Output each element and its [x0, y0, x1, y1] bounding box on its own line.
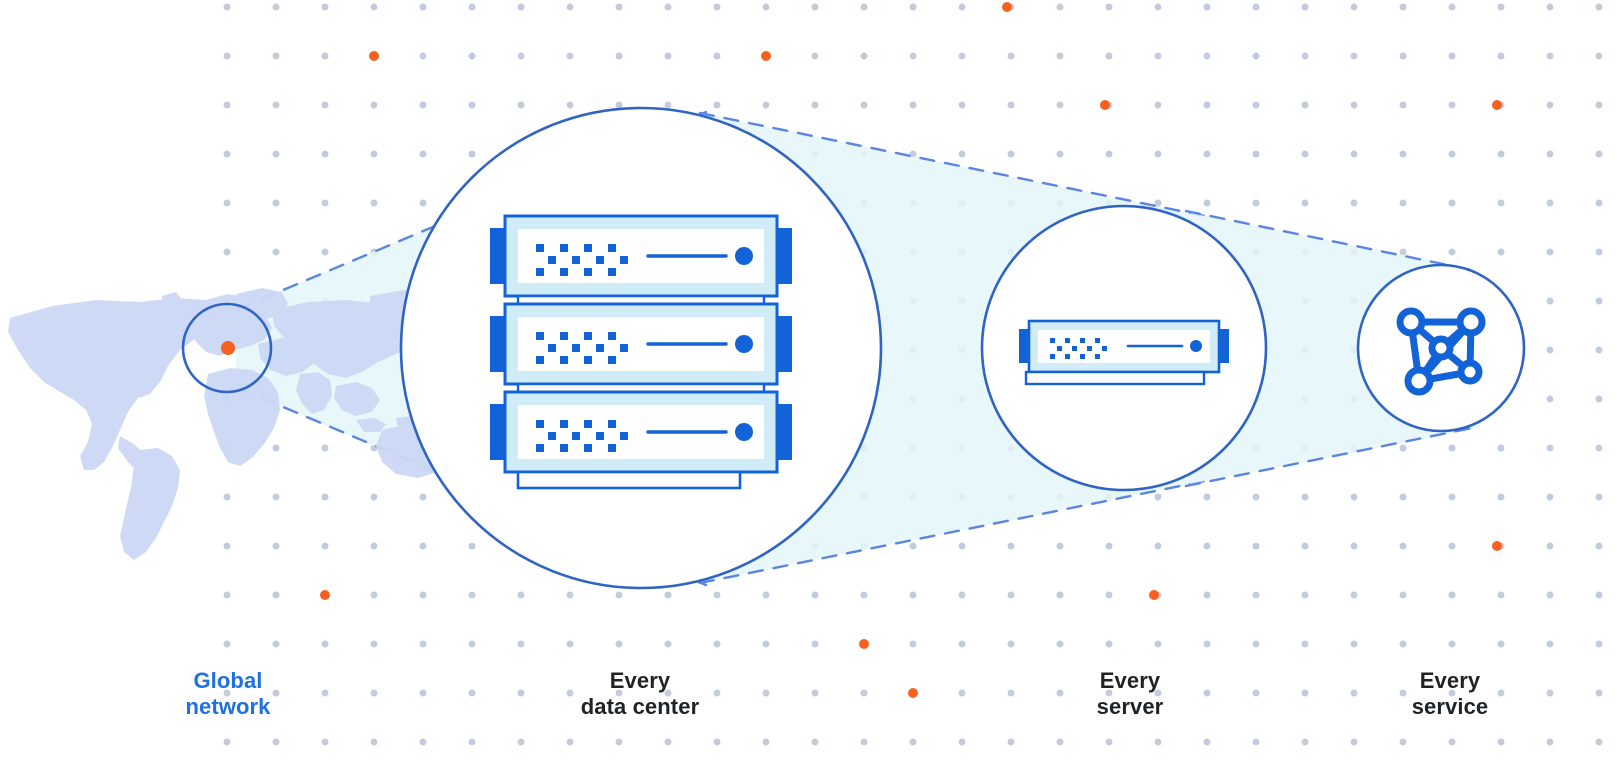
highlight-dots — [320, 2, 1502, 698]
location-pin-icon — [221, 341, 235, 355]
rack-unit-1 — [490, 214, 792, 312]
dot-matrix-pattern — [536, 420, 628, 452]
rack-unit-3 — [490, 390, 792, 474]
network-graph-nodes-icon — [1396, 307, 1486, 396]
caption-every-data-center: Every data center — [580, 668, 700, 719]
dot-matrix-pattern — [1050, 338, 1107, 359]
server-base — [1024, 370, 1206, 386]
rack-base — [516, 470, 742, 490]
caption-every-server: Every server — [1096, 668, 1164, 719]
dot-matrix-pattern — [536, 244, 628, 276]
status-led-icon — [735, 423, 753, 441]
global-network-circle — [181, 302, 273, 394]
status-led-icon — [1190, 340, 1202, 352]
dot-matrix-pattern — [536, 332, 628, 364]
rack-unit-2 — [490, 302, 792, 400]
single-server-icon — [1019, 319, 1229, 386]
caption-global-network: Global network — [185, 668, 271, 719]
server-rack-icon — [490, 214, 792, 490]
status-led-icon — [735, 335, 753, 353]
caption-every-service: Every service — [1411, 668, 1489, 719]
status-led-icon — [735, 247, 753, 265]
